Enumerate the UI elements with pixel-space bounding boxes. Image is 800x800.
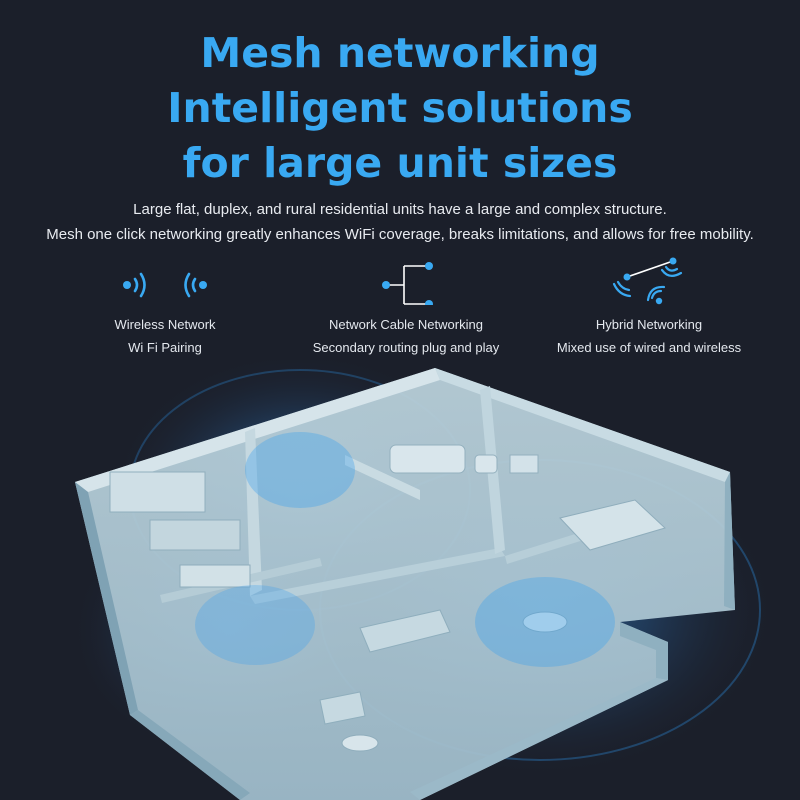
headline-line-2: Intelligent solutions (167, 84, 633, 132)
feature-wireless-network: Wireless Network Wi Fi Pairing (45, 255, 285, 359)
feature-subtitle: Wi Fi Pairing (128, 340, 202, 355)
feature-title: Hybrid Networking (595, 317, 703, 332)
hybrid-network-icon (612, 257, 683, 305)
cable-network-icon (382, 262, 433, 305)
feature-subtitle: Mixed use of wired and wireless (556, 340, 742, 355)
feature-hybrid-network: Hybrid Networking Mixed use of wired and… (529, 255, 769, 359)
description-line-2: Mesh one click networking greatly enhanc… (46, 226, 754, 243)
wireless-signal-icon (123, 272, 207, 298)
house-model (75, 368, 735, 800)
feature-subtitle: Secondary routing plug and play (312, 340, 500, 355)
description-line-1: Large flat, duplex, and rural residentia… (133, 201, 667, 218)
feature-title: Wireless Network (114, 317, 216, 332)
feature-cable-network: Network Cable Networking Secondary routi… (286, 255, 526, 359)
headline: Mesh networking Intelligent solutions fo… (0, 26, 800, 191)
floorplan-illustration (70, 360, 780, 800)
description: Large flat, duplex, and rural residentia… (0, 197, 800, 247)
headline-line-1: Mesh networking (200, 29, 600, 77)
feature-title: Network Cable Networking (329, 317, 483, 332)
router-signal-spots (195, 432, 615, 667)
headline-line-3: for large unit sizes (182, 139, 618, 187)
